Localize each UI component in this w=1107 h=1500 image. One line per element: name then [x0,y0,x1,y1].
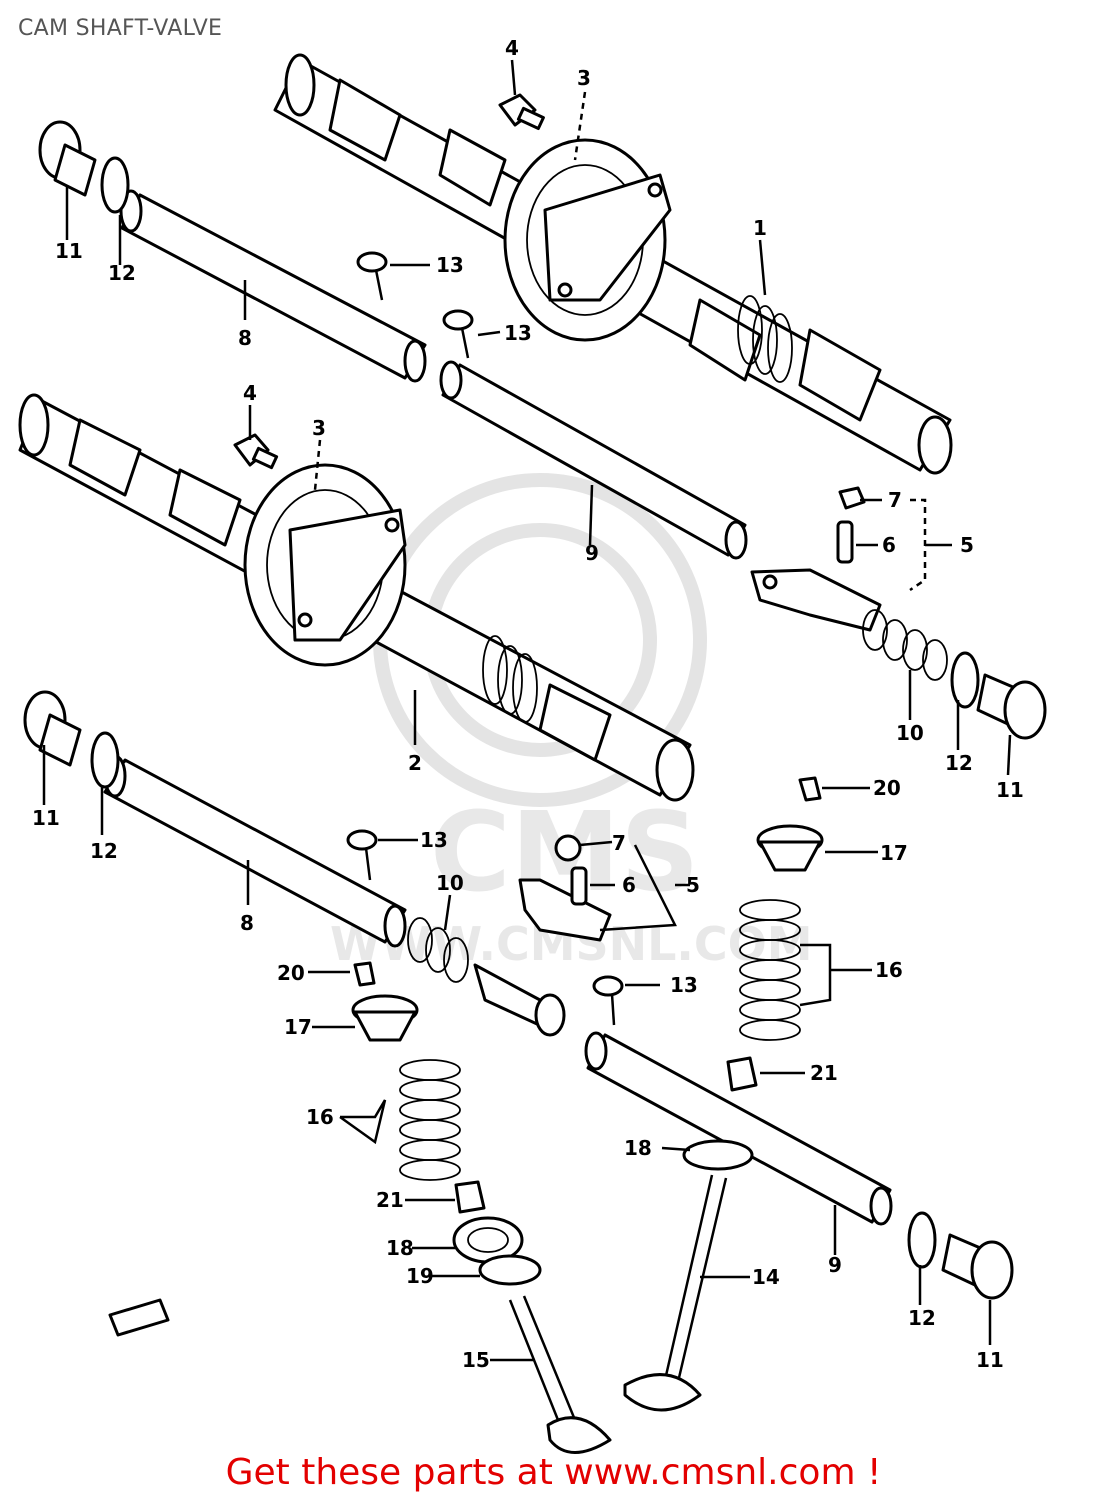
cam-sprocket-upper [503,138,672,342]
callout-13-b: 13 [504,321,532,345]
callout-6-upper: 6 [882,533,896,557]
callout-16-lower: 16 [306,1105,334,1129]
callout-13-c: 13 [420,828,448,852]
shaft-plug-upper-left [38,120,130,214]
cam-sprocket-lower [243,463,407,667]
sprocket-bolt-lower [233,433,279,470]
valve-springs-lower [399,1059,461,1181]
callout-10-upper: 10 [896,721,924,745]
callout-15: 15 [462,1348,490,1372]
callout-17-upper: 17 [880,841,908,865]
shaft-plug-right-middle [950,651,1047,740]
callout-8-lower: 8 [240,911,254,935]
screw-13-a [356,251,388,301]
callout-18-upper: 18 [624,1136,652,1160]
rocker-shaft-lower-right [584,1031,893,1226]
rocker-arm-lower [473,834,612,1037]
callout-5-lower: 5 [686,873,700,897]
callout-13-a: 13 [436,253,464,277]
exhaust-valve [508,1295,612,1454]
rocker-spring-upper [862,609,948,681]
rocker-shaft-upper-right [439,360,748,560]
page-title: CAM SHAFT-VALVE [18,16,223,41]
sprocket-bolt-upper [498,93,545,131]
valve-springs-upper [739,899,801,1041]
callout-11-b: 11 [32,806,60,830]
callout-12-b: 12 [90,839,118,863]
callout-9-upper: 9 [585,541,599,565]
callout-5-upper: 5 [960,533,974,557]
callout-12-d: 12 [908,1306,936,1330]
get-parts-link[interactable]: Get these parts at www.cmsnl.com ! [225,1452,882,1493]
callout-4-lower: 4 [243,381,257,405]
callout-18-lower: 18 [386,1236,414,1260]
callout-20-upper: 20 [873,776,901,800]
rocker-spring-lower [407,917,469,983]
shaft-plug-right-lower [907,1211,1014,1300]
callout-3-upper: 3 [577,66,591,90]
spring-seat-lower [452,1216,524,1264]
callout-12-a: 12 [108,261,136,285]
callout-8-upper: 8 [238,326,252,350]
intake-valve [623,1174,728,1412]
callout-20-lower: 20 [277,961,305,985]
callout-3-lower: 3 [312,416,326,440]
callout-2: 2 [408,751,422,775]
callout-17-lower: 17 [284,1015,312,1039]
callout-13-d: 13 [670,973,698,997]
screw-13-c [346,829,378,881]
stem-seal-upper [726,1056,758,1092]
callout-labels: 1 2 3 3 4 4 5 5 6 6 7 7 8 8 9 9 10 10 11… [32,36,1024,1372]
callout-11-d: 11 [976,1348,1004,1372]
callout-12-c: 12 [945,751,973,775]
shaft-plug-lower-left [23,690,120,789]
spring-washer [478,1254,542,1286]
callout-21-upper: 21 [810,1061,838,1085]
stem-seal-lower [454,1180,486,1214]
callout-11-c: 11 [996,778,1024,802]
callout-7-upper: 7 [888,488,902,512]
callout-9-lower: 9 [828,1253,842,1277]
spring-seat-upper [682,1139,754,1171]
screw-13-b [442,309,474,359]
rocker-arm-upper [750,486,882,632]
leader-lines [42,59,1012,1362]
callout-14: 14 [752,1265,780,1289]
screw-13-d [592,975,624,1026]
callout-10-lower: 10 [436,871,464,895]
valve-cotter-upper [798,776,822,802]
spring-retainer-lower [351,994,419,1042]
callout-6-lower: 6 [622,873,636,897]
rocker-shaft-lower-left [103,754,407,948]
callout-16-upper: 16 [875,958,903,982]
rocker-shaft-upper-left [119,189,427,383]
callout-1: 1 [753,216,767,240]
spring-retainer-upper [756,824,824,872]
front-arrow-marker [108,1298,170,1337]
callout-4-upper: 4 [505,36,519,60]
valve-cotter-lower [353,961,376,987]
callout-21-lower: 21 [376,1188,404,1212]
callout-11-a: 11 [55,239,83,263]
callout-7-lower: 7 [612,831,626,855]
callout-19: 19 [406,1264,434,1288]
